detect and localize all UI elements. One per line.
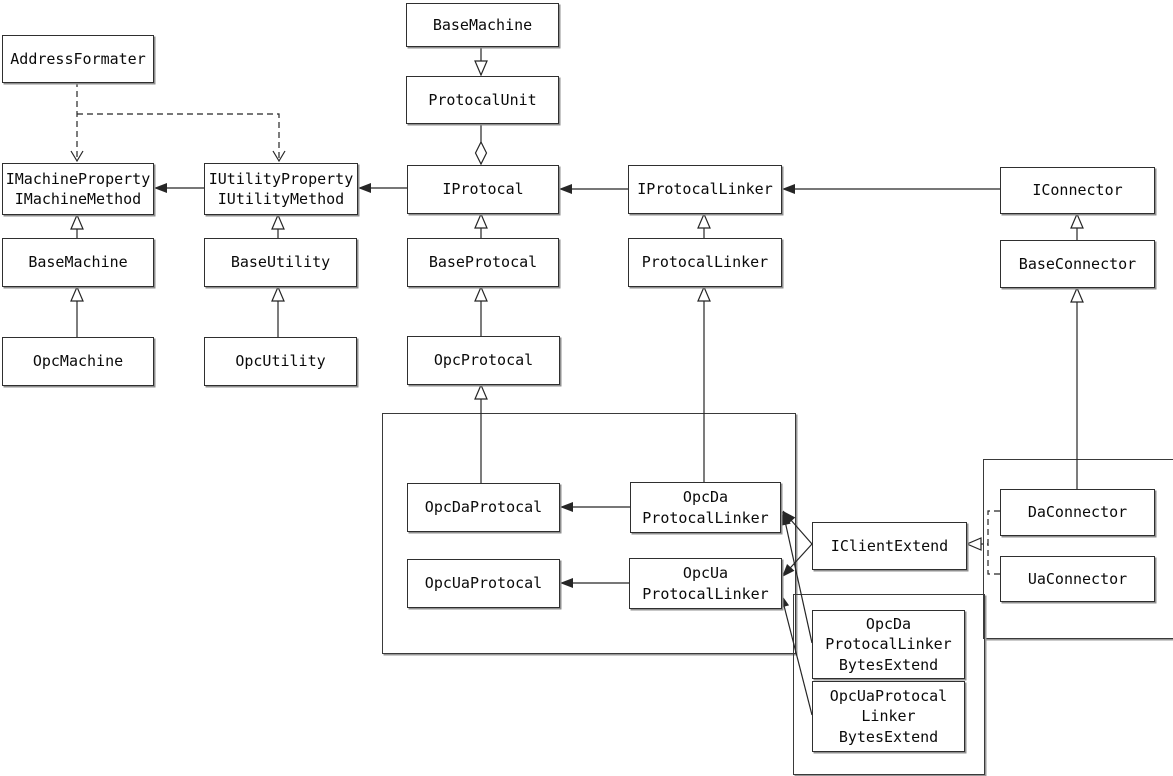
group-box-opc-connector-group [983,459,1173,639]
class-box-iprotocallinker: IProtocalLinker [628,165,782,214]
class-box-opcdaprotocal: OpcDaProtocal [407,483,560,532]
edge-link-uaconnector-to-iclientextend [987,544,1000,575]
class-box-imachineproperty: IMachineProperty IMachineMethod [2,163,154,215]
class-box-baseconnector: BaseConnector [1000,240,1155,288]
class-box-opcda-protocallinker-bytesextend: OpcDa ProtocalLinker BytesExtend [812,610,965,679]
edge-realization-daconnector-to-iclientextend [965,510,1000,551]
class-box-baseutility: BaseUtility [204,238,357,287]
class-box-iprotocal: IProtocal [407,165,559,214]
class-box-iconnector: IConnector [1000,167,1155,214]
group-box-opc-protocal-group [382,413,796,654]
class-box-opcutility: OpcUtility [204,337,357,386]
class-box-baseprotocal: BaseProtocal [407,238,559,287]
class-box-uaconnector: UaConnector [1000,556,1155,602]
class-box-addressformater: AddressFormater [2,35,154,83]
class-box-opcua-protocallinker-bytesextend: OpcUaProtocal Linker BytesExtend [812,681,965,752]
class-box-opcprotocal: OpcProtocal [407,336,560,385]
edge-association-iclientextend-to-opcua-protocallinker [781,543,813,578]
class-box-basemachine-top: BaseMachine [406,3,559,47]
edge-association-opcua-protocallinker-bytesextend-to-opcua-protocallinker [779,593,813,716]
edge-association-iclientextend-to-opcda-protocallinker [782,510,813,545]
class-box-daconnector: DaConnector [1000,489,1155,536]
edge-association-opcda-protocallinker-bytesextend-to-opcda-protocallinker [780,511,813,644]
edge-dependency-addressformater-to-iutilityproperty [77,113,286,163]
class-box-opcua-protocallinker: OpcUa ProtocalLinker [629,558,782,609]
class-box-protocalunit: ProtocalUnit [406,76,559,124]
class-box-protocallinker: ProtocalLinker [628,238,782,287]
class-box-iutilityproperty: IUtilityProperty IUtilityMethod [204,163,358,215]
class-box-basemachine: BaseMachine [2,238,154,287]
class-box-opcda-protocallinker: OpcDa ProtocalLinker [630,482,781,533]
class-box-iclientextend: IClientExtend [812,522,967,570]
class-box-opcuaprotocal: OpcUaProtocal [407,559,560,608]
group-box-bytes-extend-group [793,594,985,775]
class-box-opcmachine: OpcMachine [2,337,154,386]
